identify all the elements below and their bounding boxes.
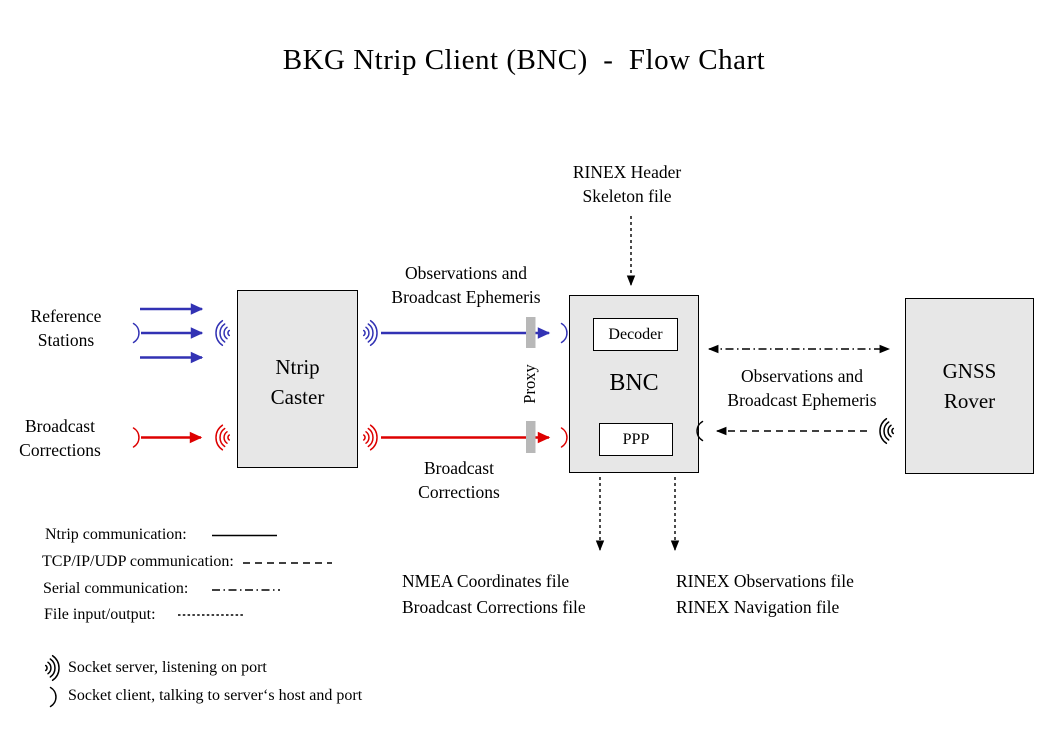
node-gnss-rover: GNSS Rover: [905, 298, 1034, 474]
label-line: Broadcast Corrections file: [402, 597, 586, 617]
legend-ntrip-communication: Ntrip communication:: [45, 526, 187, 543]
label-rinex-output-files: RINEX Observations file RINEX Navigation…: [676, 568, 854, 620]
label-line: Skeleton file: [582, 186, 672, 206]
node-ppp: PPP: [599, 423, 673, 456]
label-broadcast-corrections-mid: Broadcast Corrections: [418, 456, 500, 504]
node-decoder: Decoder: [593, 318, 678, 351]
label-line: Reference: [30, 306, 102, 326]
label-rinex-header-skeleton: RINEX Header Skeleton file: [573, 160, 681, 208]
label-line: RINEX Navigation file: [676, 597, 840, 617]
gnss-rover-label-line1: GNSS: [942, 359, 997, 383]
node-bnc: Decoder BNC PPP: [569, 295, 699, 473]
decoder-label: Decoder: [608, 325, 663, 343]
legend-file-input-output: File input/output:: [44, 606, 156, 623]
socket-client-icon: [132, 427, 140, 448]
label-line: Broadcast: [424, 458, 494, 478]
label-line: Broadcast Ephemeris: [391, 287, 541, 307]
label-line: Broadcast: [25, 416, 95, 436]
proxy-bar-bottom: [526, 421, 536, 453]
socket-client-icon: [560, 322, 568, 344]
label-line: NMEA Coordinates file: [402, 571, 570, 591]
gnss-rover-label-line2: Rover: [943, 389, 996, 413]
socket-client-icon: [560, 427, 568, 448]
label-line: RINEX Header: [572, 162, 682, 182]
proxy-bar-top: [526, 317, 536, 348]
socket-server-icon: [215, 424, 231, 451]
label-line: Observations and: [741, 366, 863, 386]
node-ntrip-caster: Ntrip Caster: [237, 290, 358, 468]
label-line: Corrections: [19, 440, 101, 460]
label-broadcast-corrections-input: Broadcast Corrections: [19, 414, 101, 462]
legend-socket-server-icon: [44, 654, 60, 682]
socket-client-icon: [132, 322, 140, 344]
ntrip-caster-label-line1: Ntrip: [275, 355, 320, 379]
label-reference-stations: Reference Stations: [31, 304, 102, 352]
socket-server-icon: [215, 319, 231, 347]
socket-server-icon: [362, 424, 378, 451]
label-line: Observations and: [405, 263, 527, 283]
label-proxy: Proxy: [520, 364, 539, 404]
label-observations-ephemeris-top: Observations and Broadcast Ephemeris: [391, 261, 540, 309]
label-line: Corrections: [418, 482, 500, 502]
ppp-label: PPP: [622, 430, 650, 448]
legend-socket-client-icon: [49, 686, 57, 708]
label-observations-ephemeris-right: Observations and Broadcast Ephemeris: [727, 364, 876, 412]
ntrip-caster-label-line2: Caster: [270, 385, 325, 409]
label-nmea-output-files: NMEA Coordinates file Broadcast Correcti…: [402, 568, 586, 620]
legend-socket-client: Socket client, talking to server‘s host …: [68, 687, 363, 704]
socket-server-icon: [879, 417, 895, 445]
legend-socket-server: Socket server, listening on port: [68, 659, 267, 676]
label-line: RINEX Observations file: [676, 571, 854, 591]
legend-tcpip-udp-communication: TCP/IP/UDP communication:: [42, 553, 234, 570]
label-line: Stations: [37, 330, 95, 350]
legend-serial-communication: Serial communication:: [43, 580, 189, 597]
socket-server-icon: [362, 319, 378, 347]
page-title: BKG Ntrip Client (BNC) - Flow Chart: [282, 44, 766, 76]
label-line: Broadcast Ephemeris: [727, 390, 877, 410]
bnc-label: BNC: [609, 370, 659, 396]
